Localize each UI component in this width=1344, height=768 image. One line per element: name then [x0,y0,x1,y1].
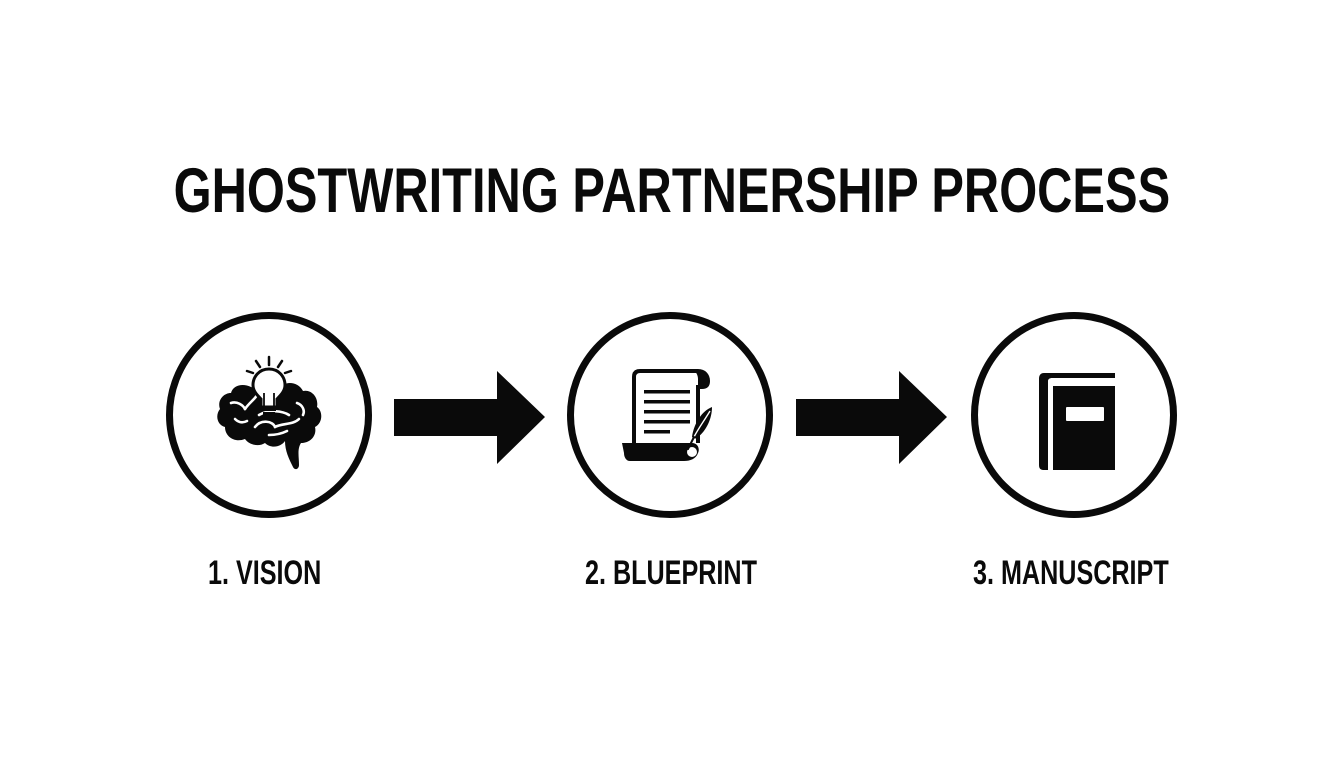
arrow-connector-1 [392,369,548,465]
arrow-right-icon [796,371,947,464]
step-3-label: 3. MANUSCRIPT [973,554,1169,592]
brain-lightbulb-icon [217,355,322,470]
step-2-label: 2. BLUEPRINT [585,554,757,592]
step-3-circle [971,312,1177,518]
title-text: GHOSTWRITING PARTNERSHIP PROCESS [173,156,1171,226]
step-2-circle [567,312,773,518]
step-1-label: 1. VISION [208,554,322,592]
arrow-right-icon [394,371,545,464]
arrow-connector-2 [794,369,950,465]
book-icon [1039,373,1115,470]
step-1-circle [166,312,372,518]
scroll-quill-icon [622,369,712,461]
page-title: GHOSTWRITING PARTNERSHIP PROCESS [0,158,1344,224]
